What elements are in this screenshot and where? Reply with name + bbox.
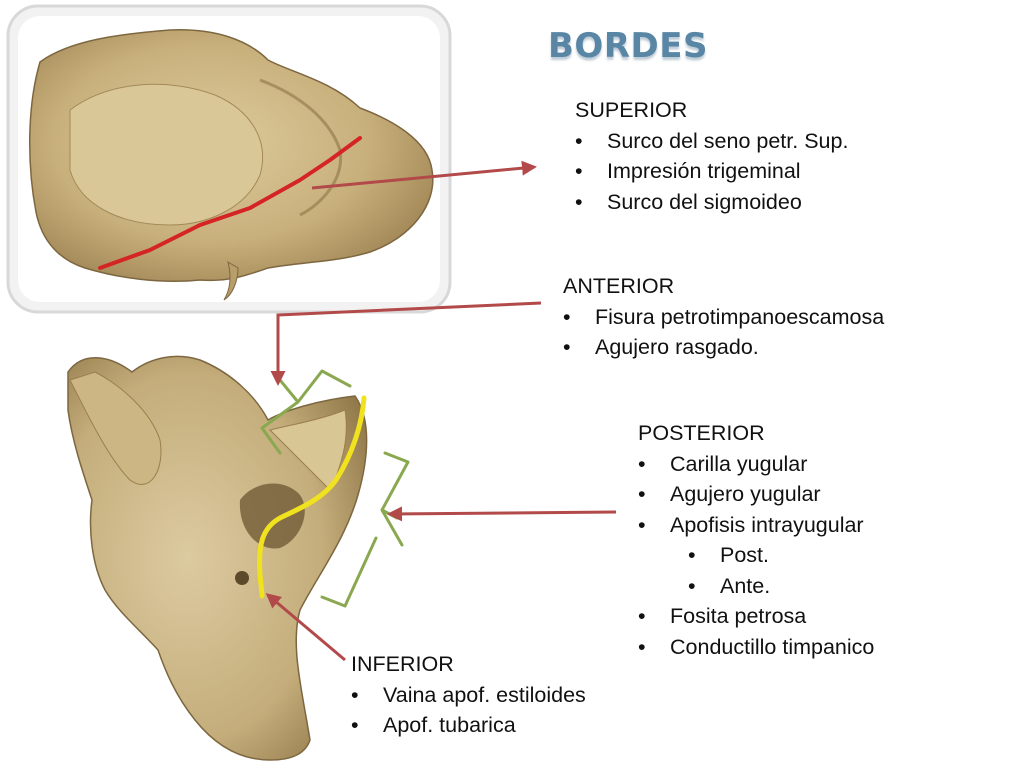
list-item: Apof. tubarica (351, 710, 586, 741)
anterior-arrow (270, 301, 542, 386)
list-item: Agujero rasgado. (563, 332, 884, 363)
superior-section: SUPERIOR Surco del seno petr. Sup. Impre… (575, 95, 848, 217)
superior-list: Surco del seno petr. Sup. Impresión trig… (575, 126, 848, 218)
anterior-section: ANTERIOR Fisura petrotimpanoescamosa Agu… (563, 271, 884, 363)
top-bone-image (6, 4, 452, 314)
bone-ridge-top (69, 83, 264, 226)
inferior-arrow (265, 593, 346, 662)
anterior-bracket (260, 369, 352, 455)
bone-groove-top (259, 78, 343, 217)
sub-list-item: Ante. (638, 571, 874, 602)
bone-cavity-bottom (239, 483, 305, 549)
list-item: Impresión trigeminal (575, 156, 848, 187)
arrows (265, 160, 617, 662)
posterior-border-line (257, 395, 367, 599)
anterior-list: Fisura petrotimpanoescamosa Agujero rasg… (563, 302, 884, 363)
list-item: Surco del seno petr. Sup. (575, 126, 848, 157)
superior-heading: SUPERIOR (575, 98, 688, 122)
posterior-bracket (380, 451, 410, 547)
list-item: Conductillo timpanico (638, 632, 874, 663)
inferior-bracket (320, 536, 378, 608)
list-item: Carilla yugular (638, 449, 874, 480)
posterior-section: POSTERIOR Carilla yugular Agujero yugula… (638, 418, 874, 662)
anterior-heading: ANTERIOR (563, 274, 675, 298)
sub-list-item: Post. (638, 540, 874, 571)
superior-border-line (98, 136, 362, 270)
bone-flange-bottom (69, 371, 162, 485)
inferior-section: INFERIOR Vaina apof. estiloides Apof. tu… (351, 649, 586, 741)
bone-process-top (223, 260, 239, 301)
bone-foramen-bottom (235, 571, 249, 585)
page-title: BORDES (548, 26, 708, 66)
inferior-list: Vaina apof. estiloides Apof. tubarica (351, 680, 586, 741)
bone-crest-bottom (269, 409, 347, 491)
list-item: Fosita petrosa (638, 601, 874, 632)
posterior-heading: POSTERIOR (638, 421, 765, 445)
bottom-bone-image (67, 355, 368, 761)
list-item: Apofisis intrayugular (638, 510, 874, 541)
list-item: Surco del sigmoideo (575, 187, 848, 218)
posterior-list: Carilla yugular Agujero yugular Apofisis… (638, 449, 874, 663)
list-item: Vaina apof. estiloides (351, 680, 586, 711)
posterior-arrow (387, 506, 617, 522)
inferior-heading: INFERIOR (351, 652, 454, 676)
superior-arrow (311, 160, 537, 190)
list-item: Agujero yugular (638, 479, 874, 510)
list-item: Fisura petrotimpanoescamosa (563, 302, 884, 333)
